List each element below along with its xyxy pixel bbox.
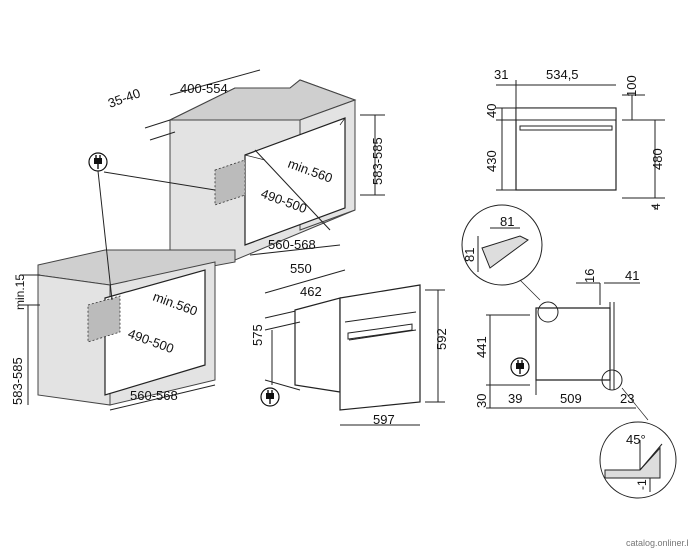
watermark: catalog.onliner.by	[626, 538, 688, 548]
side-view-top-a-label: 16	[582, 269, 597, 283]
oven-door	[339, 284, 421, 411]
column-rear-gap-label: 35-40	[106, 85, 142, 110]
side-view-front-label: 23	[620, 391, 634, 406]
corner-detail	[461, 204, 543, 301]
undercounter-front	[37, 274, 111, 406]
front-view-width-label: 534,5	[546, 67, 579, 82]
front-view-right-height-label: 480	[650, 148, 665, 170]
column-niche	[244, 117, 346, 246]
side-view-bottom-label: 30	[474, 394, 489, 408]
oven-body-depth-label: 462	[300, 284, 322, 299]
column-depth-label: 400-554	[180, 81, 228, 96]
front-view-control-panel	[515, 107, 617, 121]
front-view-offset-label: 31	[494, 67, 508, 82]
undercounter-niche-width-label: 560-568	[130, 388, 178, 403]
undercounter-cabinet	[20, 249, 236, 411]
undercounter-niche	[104, 269, 206, 396]
oven-front-height-label: 592	[434, 328, 449, 350]
undercounter-socket-area	[87, 295, 121, 343]
column-niche-width-label: 560-568	[268, 237, 316, 252]
front-view-handle	[519, 125, 613, 131]
hinge-detail-offset-label: -1	[635, 479, 649, 490]
front-view-left-height-label: 430	[484, 150, 499, 172]
column-niche-height-label: 583-585	[370, 137, 385, 185]
corner-detail-width-label: 81	[500, 214, 514, 229]
side-view-left-depth-label: 39	[508, 391, 522, 406]
oven-front-width-label: 597	[373, 412, 395, 427]
undercounter-top-clearance-label: min.15	[13, 274, 27, 310]
oven-body-side	[294, 297, 341, 393]
power-plug-icon	[260, 387, 280, 407]
hinge-detail-circle	[599, 421, 677, 499]
power-plug-icon	[88, 152, 108, 172]
oven-total-depth-label: 550	[290, 261, 312, 276]
side-view-body	[535, 307, 611, 381]
hinge-detail-angle-label: 45°	[626, 432, 646, 447]
oven-body-height-label: 575	[250, 324, 265, 346]
side-view	[486, 282, 649, 421]
front-view	[496, 80, 665, 210]
hinge-detail	[599, 421, 677, 499]
side-view-height-label: 441	[474, 336, 489, 358]
front-view-oven	[515, 107, 617, 191]
side-view-top-b-label: 41	[625, 268, 639, 283]
column-socket-area	[214, 159, 246, 206]
oven-perspective	[264, 269, 445, 426]
side-view-depth-label: 509	[560, 391, 582, 406]
front-view-bottom-gap-label: 4	[649, 203, 663, 210]
column-cabinet	[144, 69, 385, 261]
undercounter-niche-height-label: 583-585	[10, 357, 25, 405]
corner-detail-height-label: 81	[462, 248, 477, 262]
power-plug-icon	[510, 357, 530, 377]
front-view-right-top-label: 100	[624, 75, 639, 97]
front-view-top-offset-label: 40	[484, 104, 499, 118]
